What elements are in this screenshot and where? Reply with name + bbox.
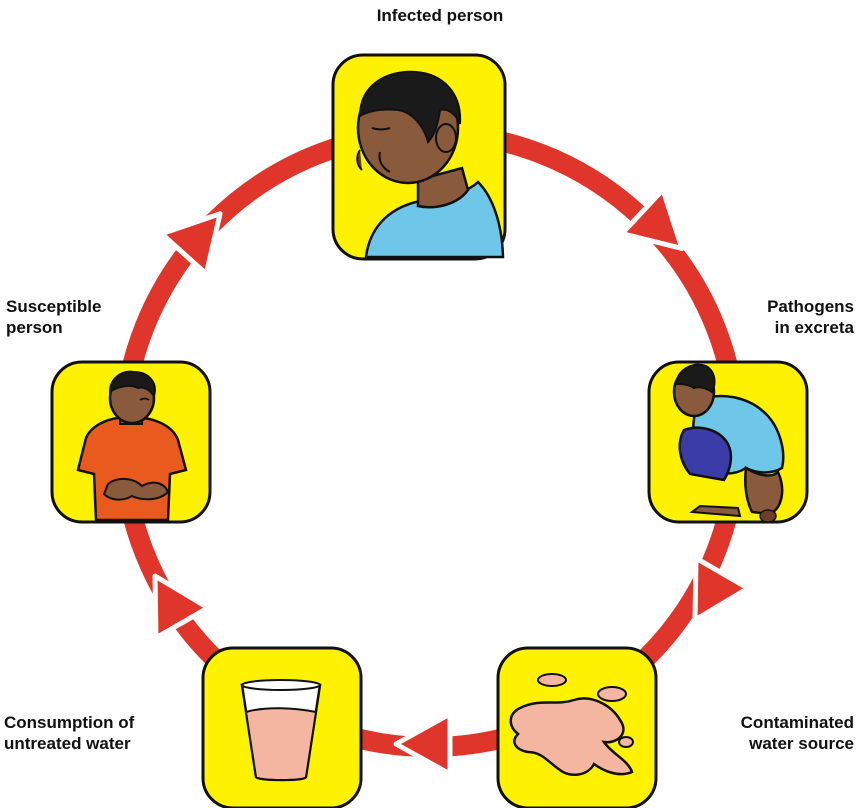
label-line: untreated water xyxy=(4,734,131,753)
label-pathogens-in-excreta: Pathogens in excreta xyxy=(700,296,854,338)
label-line: Infected person xyxy=(376,6,504,25)
tile-consumption-of-untreated-water xyxy=(201,646,363,808)
tile-susceptible-person xyxy=(50,360,212,524)
tile-infected-person xyxy=(331,53,507,261)
water-glass-icon xyxy=(240,679,322,782)
squatting-person-icon xyxy=(672,363,785,523)
puddle-icon xyxy=(509,673,634,777)
label-infected-person: Infected person xyxy=(330,5,550,26)
label-line: Susceptible xyxy=(6,297,102,316)
arrow-water-source-to-consumption xyxy=(393,711,453,777)
label-susceptible-person: Susceptible person xyxy=(6,296,166,338)
label-line: Contaminated xyxy=(740,713,854,732)
label-line: Pathogens xyxy=(767,297,854,316)
coughing-person-icon xyxy=(356,70,505,259)
arrow-excreta-to-water-source xyxy=(692,555,751,623)
label-line: Consumption of xyxy=(4,713,135,732)
arrow-consumption-to-susceptible xyxy=(152,573,211,641)
label-line: in excreta xyxy=(774,318,854,337)
arrow-infected-to-excreta xyxy=(619,187,685,251)
stomach-ache-person-icon xyxy=(76,370,188,522)
label-line: person xyxy=(6,318,63,337)
tile-pathogens-in-excreta xyxy=(647,360,809,524)
tile-contaminated-water-source xyxy=(496,646,658,808)
label-consumption-of-untreated-water: Consumption of untreated water xyxy=(4,712,200,754)
arrow-susceptible-to-infected xyxy=(159,211,223,277)
label-contaminated-water-source: Contaminated water source xyxy=(660,712,854,754)
label-line: water source xyxy=(749,734,854,753)
